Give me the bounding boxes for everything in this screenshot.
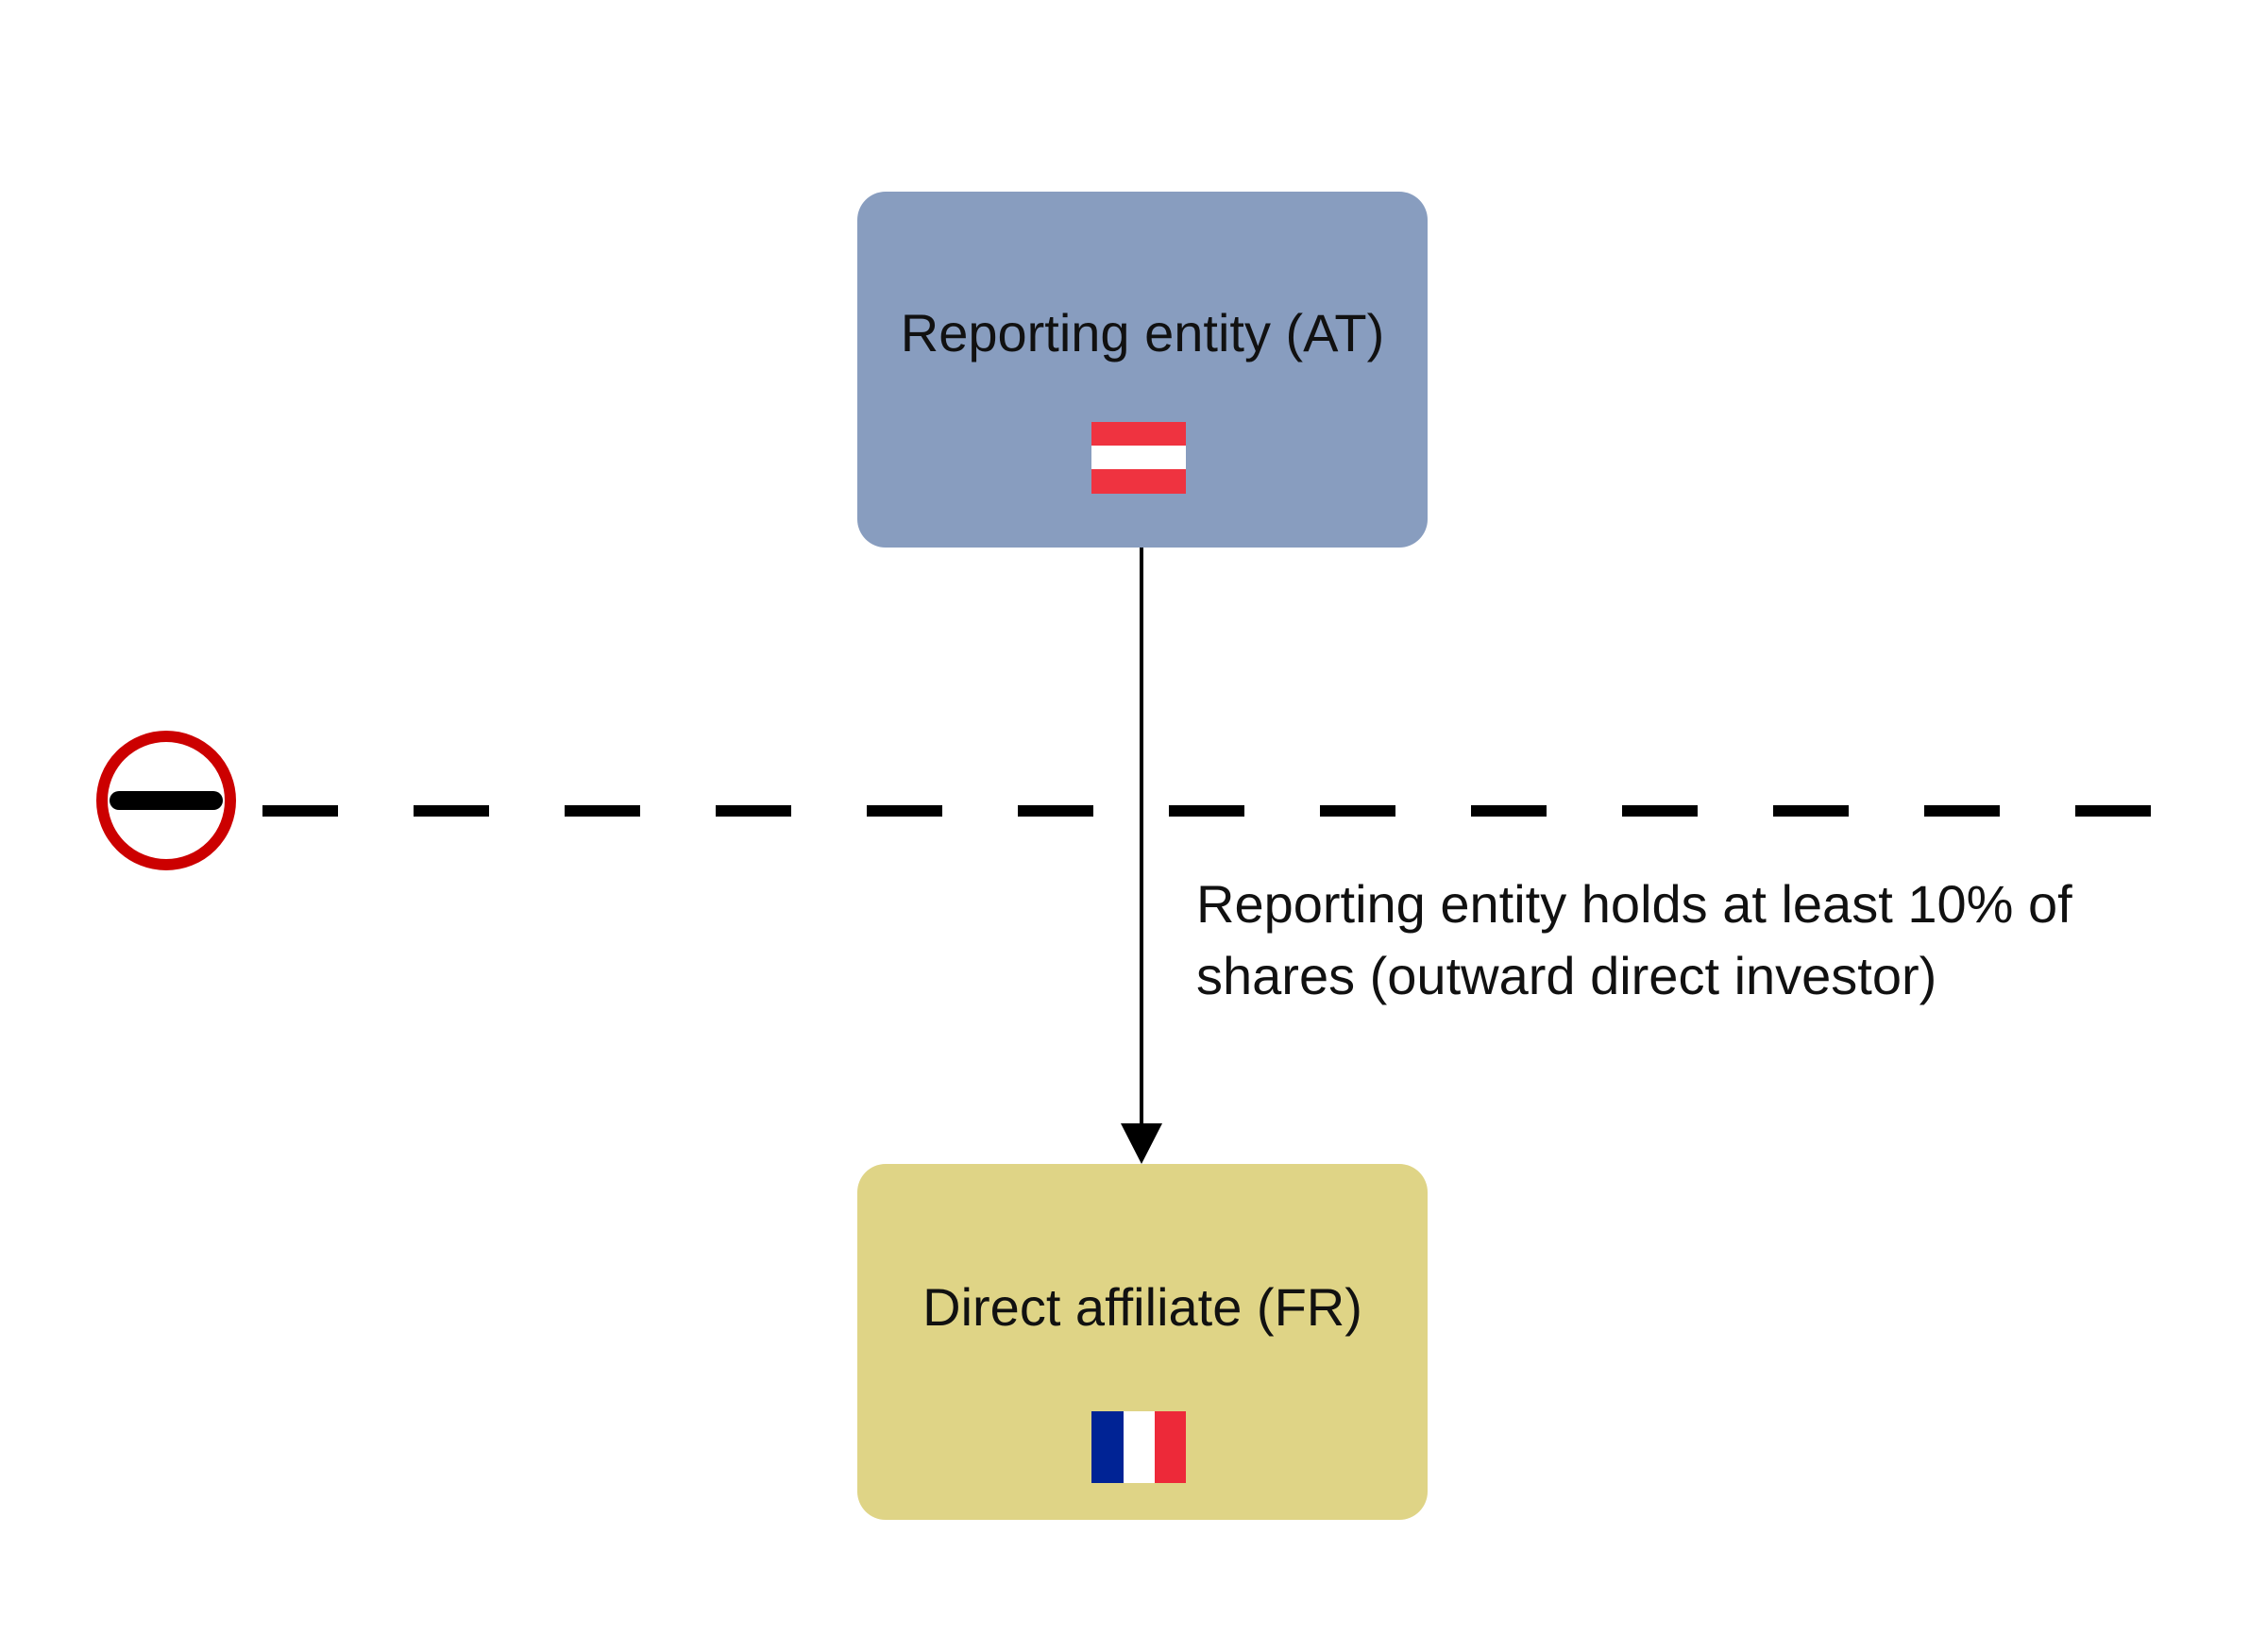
austria-flag-icon	[1091, 422, 1186, 494]
ownership-arrow	[1121, 548, 1162, 1164]
direct-affiliate-label: Direct affiliate (FR)	[922, 1277, 1362, 1337]
edge-label-line-2: shares (outward direct investor)	[1196, 946, 1937, 1005]
reporting-entity-box[interactable]	[857, 192, 1428, 548]
edge-label: Reporting entity holds at least 10% of s…	[1196, 868, 2235, 1012]
no-entry-icon	[96, 731, 236, 870]
direct-affiliate-box[interactable]	[857, 1164, 1428, 1520]
edge-label-line-1: Reporting entity holds at least 10% of	[1196, 874, 2072, 934]
reporting-entity-label: Reporting entity (AT)	[900, 303, 1385, 362]
france-flag-icon	[1091, 1411, 1186, 1483]
